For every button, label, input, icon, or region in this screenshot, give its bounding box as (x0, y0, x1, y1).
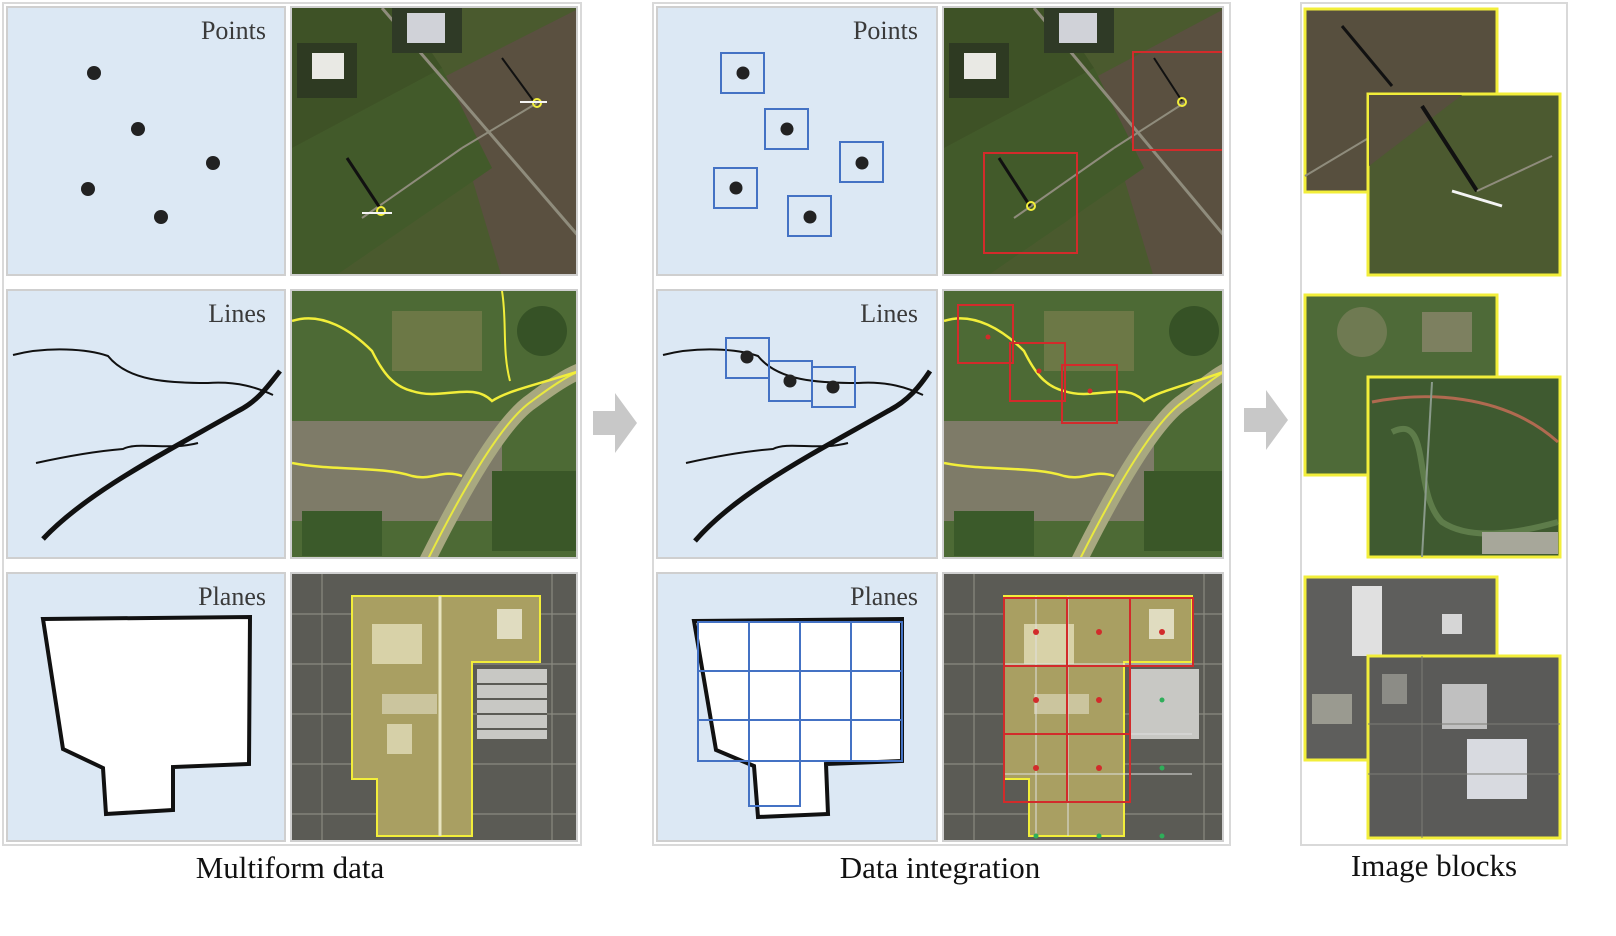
plane-polygon (40, 614, 253, 817)
point-marker (154, 210, 168, 224)
points-plot (81, 66, 220, 224)
point-marker (729, 181, 743, 195)
planes-label: Planes (198, 582, 266, 611)
planes-grid-plot (691, 616, 904, 820)
planes-schematic: Planes (6, 572, 286, 842)
point-marker (206, 156, 220, 170)
caption-multiform-data: Multiform data (195, 850, 385, 885)
lines-satellite-image (290, 289, 578, 559)
lines-integration-satellite (942, 289, 1224, 559)
planes-label: Planes (850, 582, 918, 611)
caption-data-integration: Data integration (839, 850, 1041, 885)
line-block (725, 337, 770, 379)
river-terrain-image (292, 291, 576, 557)
windfarm-blocks-image (944, 8, 1222, 274)
point-marker (736, 66, 750, 80)
points-label: Points (200, 16, 266, 45)
point-marker (81, 182, 95, 196)
turbine-image-blocks (1303, 7, 1562, 277)
points-label: Points (852, 16, 918, 45)
road-line (41, 369, 282, 541)
urban-image-blocks (1303, 575, 1562, 840)
line-point (740, 350, 754, 364)
point-block (839, 141, 884, 183)
lines-label: Lines (860, 299, 918, 328)
lines-label: Lines (208, 299, 266, 328)
point-block (713, 167, 758, 209)
urban-block-image (292, 574, 576, 840)
red-block (957, 304, 1014, 364)
point-marker (131, 122, 145, 136)
point-block (764, 108, 809, 150)
planes-plot (40, 614, 253, 817)
river-image-blocks (1303, 293, 1562, 559)
stream-line (685, 442, 849, 464)
red-block (1129, 597, 1194, 667)
urban-blocks-image (944, 574, 1222, 840)
points-schematic: Points (6, 6, 286, 276)
red-block (983, 152, 1078, 254)
red-block (1066, 733, 1131, 803)
red-block (1009, 342, 1066, 402)
lines-schematic: Lines (6, 289, 286, 559)
line-point (783, 374, 797, 388)
points-satellite-image (290, 6, 578, 276)
line-point (826, 380, 840, 394)
line-block (811, 366, 856, 408)
grid-block (748, 760, 801, 807)
point-marker (87, 66, 101, 80)
stream-line (35, 442, 199, 464)
lines-plot (12, 348, 282, 541)
red-block (1061, 364, 1118, 424)
point-block (720, 52, 765, 94)
point-marker (855, 156, 869, 170)
planes-integration-satellite (942, 572, 1224, 842)
planes-integration-schematic: Planes (656, 572, 938, 842)
points-integration-schematic: Points (656, 6, 938, 276)
points-blocks-plot (713, 52, 884, 237)
grid-block (850, 719, 903, 762)
river-line (12, 348, 274, 396)
planes-satellite-image (290, 572, 578, 842)
windfarm-field-image (292, 8, 576, 274)
lines-integration-schematic: Lines (656, 289, 938, 559)
point-marker (803, 210, 817, 224)
road-line (693, 369, 933, 543)
point-marker (780, 122, 794, 136)
point-block (787, 195, 832, 237)
river-line (662, 348, 924, 396)
caption-image-blocks: Image blocks (1350, 848, 1518, 883)
red-block (1132, 51, 1222, 151)
arrow-right-icon (593, 393, 637, 453)
plane-polygon (691, 616, 904, 820)
river-blocks-image (944, 291, 1222, 557)
arrow-right-icon (1244, 390, 1288, 450)
lines-blocks-plot (662, 337, 933, 543)
points-integration-satellite (942, 6, 1224, 276)
